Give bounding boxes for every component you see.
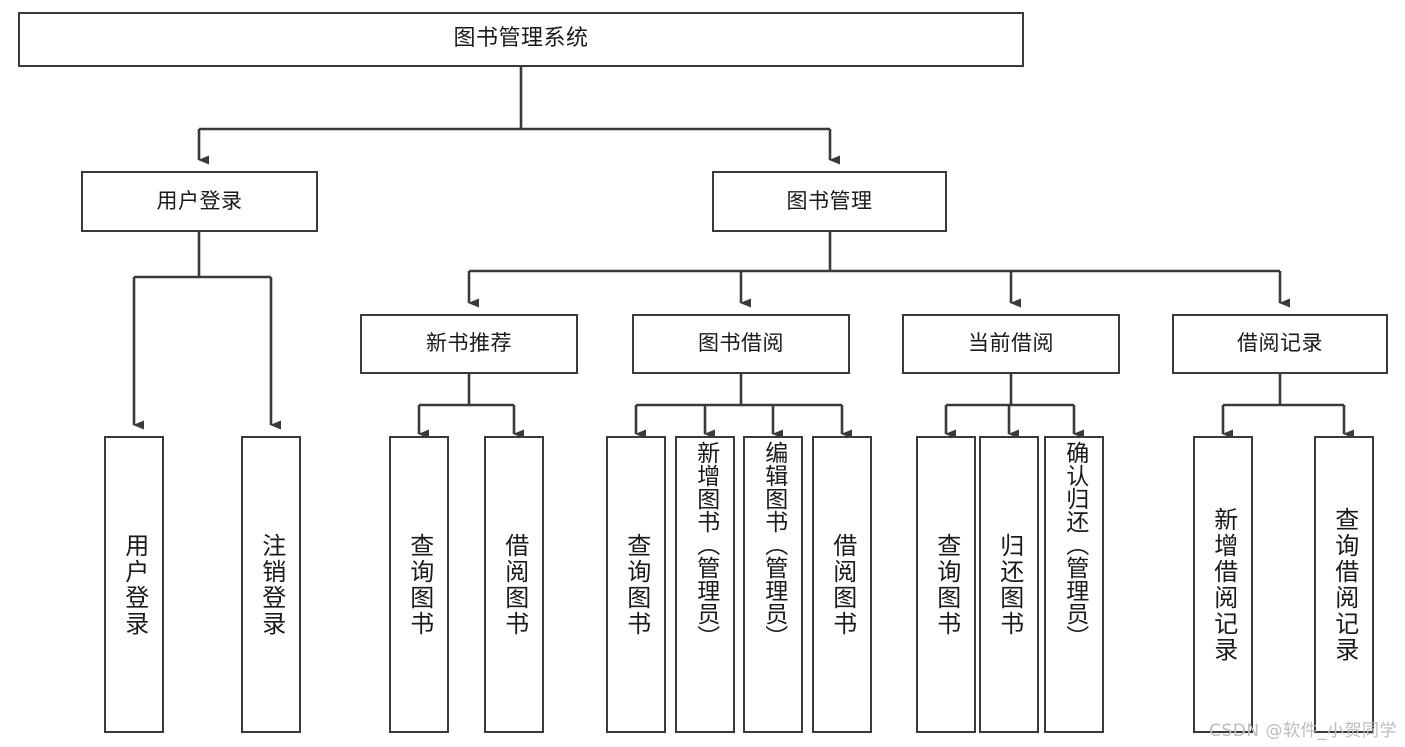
leaf-current-borrow-confirm[interactable]: 确认归还（管理员） bbox=[1044, 436, 1104, 733]
leaf-new-book-query-label: 查询图书 bbox=[405, 532, 434, 637]
node-book-borrow-label: 图书借阅 bbox=[698, 331, 784, 356]
leaf-book-borrow-edit[interactable]: 编辑图书（管理员） bbox=[743, 436, 803, 733]
leaf-book-borrow-query[interactable]: 查询图书 bbox=[606, 436, 666, 733]
leaf-borrow-record-add[interactable]: 新增借阅记录 bbox=[1193, 436, 1253, 733]
leaf-new-book-borrow-label: 借阅图书 bbox=[500, 532, 529, 637]
leaf-borrow-record-add-label: 新增借阅记录 bbox=[1209, 506, 1238, 663]
leaf-borrow-record-query[interactable]: 查询借阅记录 bbox=[1314, 436, 1374, 733]
leaf-book-borrow-query-label: 查询图书 bbox=[622, 532, 651, 637]
leaf-user-login-logout-label: 注销登录 bbox=[257, 532, 286, 637]
leaf-borrow-record-query-label: 查询借阅记录 bbox=[1330, 506, 1359, 663]
leaf-new-book-query[interactable]: 查询图书 bbox=[389, 436, 449, 733]
leaf-book-borrow-borrow-label: 借阅图书 bbox=[828, 532, 857, 637]
node-new-book-recommend-label: 新书推荐 bbox=[426, 331, 512, 356]
leaf-current-borrow-query-label: 查询图书 bbox=[932, 532, 961, 637]
leaf-current-borrow-return-label: 归还图书 bbox=[995, 532, 1024, 637]
node-user-login[interactable]: 用户登录 bbox=[81, 171, 318, 232]
leaf-user-login-login-label: 用户登录 bbox=[120, 532, 149, 637]
leaf-book-borrow-add[interactable]: 新增图书（管理员） bbox=[675, 436, 735, 733]
node-borrow-record[interactable]: 借阅记录 bbox=[1172, 314, 1388, 374]
node-user-login-label: 用户登录 bbox=[156, 188, 243, 213]
node-book-management[interactable]: 图书管理 bbox=[712, 171, 947, 232]
leaf-book-borrow-edit-label: 编辑图书（管理员） bbox=[760, 441, 787, 648]
node-book-borrow[interactable]: 图书借阅 bbox=[632, 314, 850, 374]
leaf-current-borrow-return[interactable]: 归还图书 bbox=[979, 436, 1039, 733]
leaf-new-book-borrow[interactable]: 借阅图书 bbox=[484, 436, 544, 733]
node-root-system-label: 图书管理系统 bbox=[453, 26, 589, 52]
node-book-management-label: 图书管理 bbox=[786, 188, 873, 213]
leaf-user-login-login[interactable]: 用户登录 bbox=[104, 436, 164, 733]
node-root-system[interactable]: 图书管理系统 bbox=[18, 12, 1024, 67]
node-current-borrow-label: 当前借阅 bbox=[968, 331, 1054, 356]
node-new-book-recommend[interactable]: 新书推荐 bbox=[360, 314, 578, 374]
leaf-book-borrow-add-label: 新增图书（管理员） bbox=[692, 441, 719, 648]
node-borrow-record-label: 借阅记录 bbox=[1237, 331, 1323, 356]
leaf-current-borrow-confirm-label: 确认归还（管理员） bbox=[1061, 441, 1088, 648]
node-current-borrow[interactable]: 当前借阅 bbox=[902, 314, 1120, 374]
leaf-user-login-logout[interactable]: 注销登录 bbox=[241, 436, 301, 733]
leaf-book-borrow-borrow[interactable]: 借阅图书 bbox=[812, 436, 872, 733]
leaf-current-borrow-query[interactable]: 查询图书 bbox=[916, 436, 976, 733]
watermark-text: CSDN @软件_小贺同学 bbox=[1209, 721, 1397, 741]
